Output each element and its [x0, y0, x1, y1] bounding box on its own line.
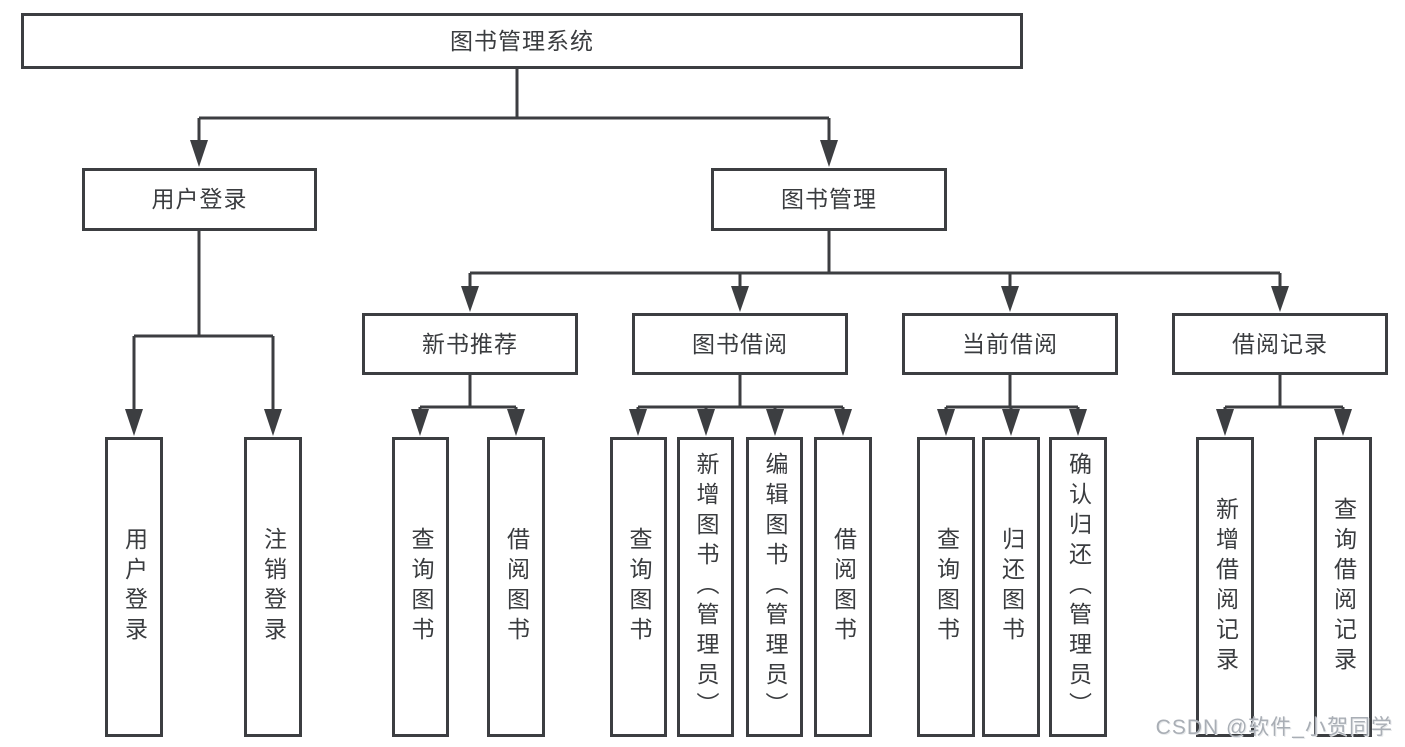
leaf-borrow-books-recommend: 借阅图书 [487, 437, 545, 737]
leaf-return-book: 归还图书 [982, 437, 1040, 737]
node-user-login-label: 用户登录 [151, 186, 248, 212]
leaf-add-borrow-record: 新增借阅记录 [1196, 437, 1254, 737]
node-user-login: 用户登录 [82, 168, 317, 231]
leaf-borrow-books: 借阅图书 [814, 437, 872, 737]
leaf-edit-book-admin: 编辑图书（管理员） [746, 437, 803, 737]
leaf-return-book-label: 归还图书 [998, 527, 1025, 647]
connector-new-book-to-leaves [411, 375, 525, 436]
leaf-user-login: 用户登录 [105, 437, 163, 737]
node-book-management-label: 图书管理 [781, 186, 877, 212]
connector-user-login-to-leaves [125, 231, 282, 436]
leaf-logout-label: 注销登录 [260, 527, 287, 647]
leaf-edit-book-admin-label: 编辑图书（管理员） [762, 452, 788, 722]
leaf-add-book-admin-label: 新增图书（管理员） [693, 452, 719, 722]
leaf-confirm-return-admin: 确认归还（管理员） [1049, 437, 1107, 737]
node-current-borrow-label: 当前借阅 [962, 330, 1058, 357]
leaf-query-books-current-label: 查询图书 [933, 527, 960, 647]
leaf-query-books-recommend: 查询图书 [392, 437, 449, 737]
leaf-query-borrow-record: 查询借阅记录 [1314, 437, 1372, 737]
connector-root-to-level2 [190, 69, 838, 167]
connector-current-borrow-to-leaves [937, 375, 1087, 436]
node-root-library-system: 图书管理系统 [21, 13, 1023, 69]
node-new-book-recommend-label: 新书推荐 [422, 330, 518, 357]
node-root-label: 图书管理系统 [450, 27, 594, 54]
leaf-logout: 注销登录 [244, 437, 302, 737]
leaf-add-borrow-record-label: 新增借阅记录 [1212, 497, 1239, 677]
leaf-user-login-label: 用户登录 [121, 527, 148, 647]
leaf-query-borrow-record-label: 查询借阅记录 [1330, 497, 1357, 677]
connector-book-management-to-sections [461, 231, 1289, 312]
leaf-query-books-current: 查询图书 [917, 437, 975, 737]
node-book-borrow-label: 图书借阅 [692, 330, 788, 357]
node-book-management: 图书管理 [711, 168, 947, 231]
leaf-query-books-recommend-label: 查询图书 [408, 527, 434, 647]
leaf-borrow-books-label: 借阅图书 [830, 527, 857, 647]
leaf-query-books-borrow-label: 查询图书 [626, 527, 652, 647]
connector-borrow-records-to-leaves [1216, 375, 1352, 436]
leaf-confirm-return-admin-label: 确认归还（管理员） [1065, 452, 1092, 722]
node-book-borrow: 图书借阅 [632, 313, 848, 375]
node-borrow-records: 借阅记录 [1172, 313, 1388, 375]
node-current-borrow: 当前借阅 [902, 313, 1118, 375]
leaf-query-books-borrow: 查询图书 [610, 437, 667, 737]
node-new-book-recommend: 新书推荐 [362, 313, 578, 375]
csdn-watermark: CSDN @软件_小贺同学 [1155, 716, 1393, 739]
connector-book-borrow-to-leaves [629, 375, 852, 436]
leaf-add-book-admin: 新增图书（管理员） [677, 437, 734, 737]
node-borrow-records-label: 借阅记录 [1232, 330, 1328, 357]
leaf-borrow-books-recommend-label: 借阅图书 [503, 527, 530, 647]
